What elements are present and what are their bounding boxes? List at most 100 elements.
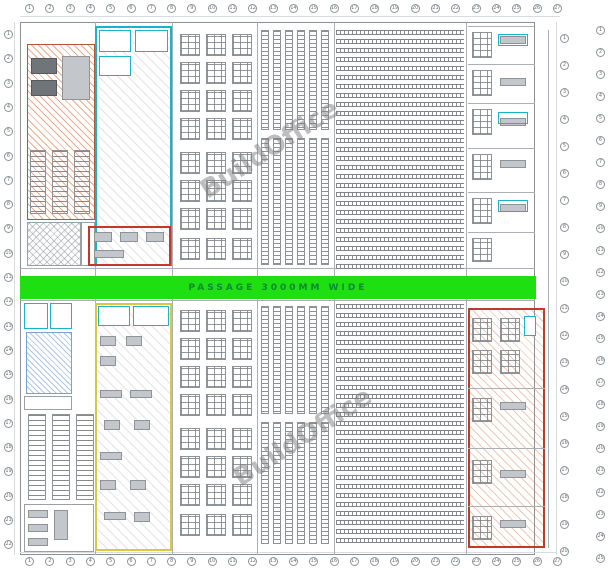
grid-bubble-top: 26 (532, 4, 542, 13)
wall (468, 388, 545, 389)
grid-bubble-bottom: 6 (126, 557, 136, 566)
seating-row (336, 529, 464, 534)
desk-cluster (180, 208, 200, 230)
grid-bubble-top: 9 (187, 4, 197, 13)
grid-bubble-right-inner: 1 (560, 34, 569, 43)
grid-bubble-left: 1 (4, 30, 13, 39)
grid-bubble-right-inner: 5 (560, 142, 569, 151)
desk-cluster (206, 338, 226, 360)
desk-cluster (180, 366, 200, 388)
grid-bubble-top: 19 (390, 4, 400, 13)
seating-row (336, 255, 464, 260)
seating-row (336, 484, 464, 489)
seating-row (336, 138, 464, 143)
grid-bubble-top: 22 (451, 4, 461, 13)
toilet-room (135, 30, 168, 52)
desk-cluster (472, 238, 492, 262)
grid-bubble-right-inner: 18 (560, 493, 569, 502)
seating-row (336, 358, 464, 363)
dimension-line (14, 22, 15, 555)
seating-row (336, 264, 464, 269)
grid-bubble-right-outer: 13 (596, 290, 605, 299)
grid-bubble-left: 6 (4, 151, 13, 161)
seating-row (336, 331, 464, 336)
desk-cluster (206, 394, 226, 416)
wall (468, 148, 535, 149)
desk-cluster (472, 70, 492, 96)
zone-red-room-top (88, 226, 171, 266)
seating-row (336, 30, 464, 35)
seating-row (336, 246, 464, 251)
seating-row (336, 120, 464, 125)
grid-bubble-right-outer: 5 (596, 114, 605, 123)
wall (468, 506, 545, 507)
grid-bubble-right-inner: 13 (560, 358, 569, 367)
grid-bubble-top: 8 (167, 4, 177, 13)
grid-bubble-right-outer: 19 (596, 422, 605, 431)
grid-bubble-left: 7 (4, 175, 13, 185)
desk-cluster (206, 366, 226, 388)
grid-bubble-top: 17 (349, 4, 359, 13)
wall (468, 64, 535, 65)
desk-cluster (180, 34, 200, 56)
grid-bubble-left: 3 (4, 78, 13, 88)
grid-bubble-left: 2 (4, 54, 13, 64)
grid-bubble-top: 24 (491, 4, 501, 13)
canteen-bench (76, 414, 94, 500)
seating-row (336, 376, 464, 381)
desk-cluster (232, 338, 252, 360)
desk-cluster (206, 152, 226, 174)
desk-cluster (472, 350, 492, 374)
grid-bubble-right-outer: 8 (596, 180, 605, 189)
seating-row (336, 520, 464, 525)
desk-cluster (500, 318, 520, 342)
grid-bubble-bottom: 1 (25, 557, 34, 566)
wall (468, 268, 535, 269)
grid-bubble-bottom: 9 (187, 557, 197, 566)
seating-row (336, 538, 464, 543)
grid-bubble-bottom: 21 (431, 557, 440, 566)
desk-cluster (232, 34, 252, 56)
seating-row (336, 75, 464, 80)
grid-bubble-bottom: 27 (552, 557, 562, 566)
grid-bubble-top: 25 (512, 4, 522, 13)
toilet-room (99, 30, 131, 52)
rack-column (297, 306, 305, 414)
rack-column (285, 422, 293, 544)
grid-bubble-right-outer: 21 (596, 466, 605, 475)
grid-bubble-right-outer: 18 (596, 400, 605, 409)
rack-column (261, 306, 269, 414)
seating-row (336, 102, 464, 107)
grid-bubble-right-inner: 7 (560, 196, 569, 205)
canteen-bench (28, 414, 46, 500)
grid-bubble-bottom: 16 (329, 557, 339, 566)
grid-bubble-bottom: 10 (207, 557, 217, 566)
grid-bubble-left: 17 (4, 418, 13, 428)
table (100, 390, 122, 398)
grid-bubble-right-outer: 2 (596, 48, 605, 57)
desk-cluster (500, 350, 520, 374)
desk-cluster (180, 338, 200, 360)
grid-bubble-bottom: 17 (349, 557, 359, 566)
rack-column (297, 30, 305, 130)
dimension-line (556, 22, 557, 555)
grid-bubble-right-outer: 22 (596, 488, 605, 497)
desk-cluster (180, 238, 200, 260)
grid-bubble-right-outer: 7 (596, 158, 605, 167)
grid-bubble-bottom: 23 (471, 557, 481, 566)
desk-cluster (232, 456, 252, 478)
desk-cluster (206, 456, 226, 478)
grid-bubble-right-outer: 24 (596, 532, 605, 541)
desk-cluster (232, 62, 252, 84)
table (94, 250, 124, 258)
passage-label: PASSAGE 3000MM WIDE (188, 282, 368, 293)
grid-bubble-right-outer: 17 (596, 378, 605, 387)
seating-row (336, 466, 464, 471)
table (104, 420, 120, 430)
cyan-marked-area (524, 316, 536, 336)
rack-column (321, 30, 329, 130)
desk-cluster (206, 90, 226, 112)
grid-bubble-right-outer: 4 (596, 92, 605, 101)
grid-bubble-top: 18 (370, 4, 380, 13)
